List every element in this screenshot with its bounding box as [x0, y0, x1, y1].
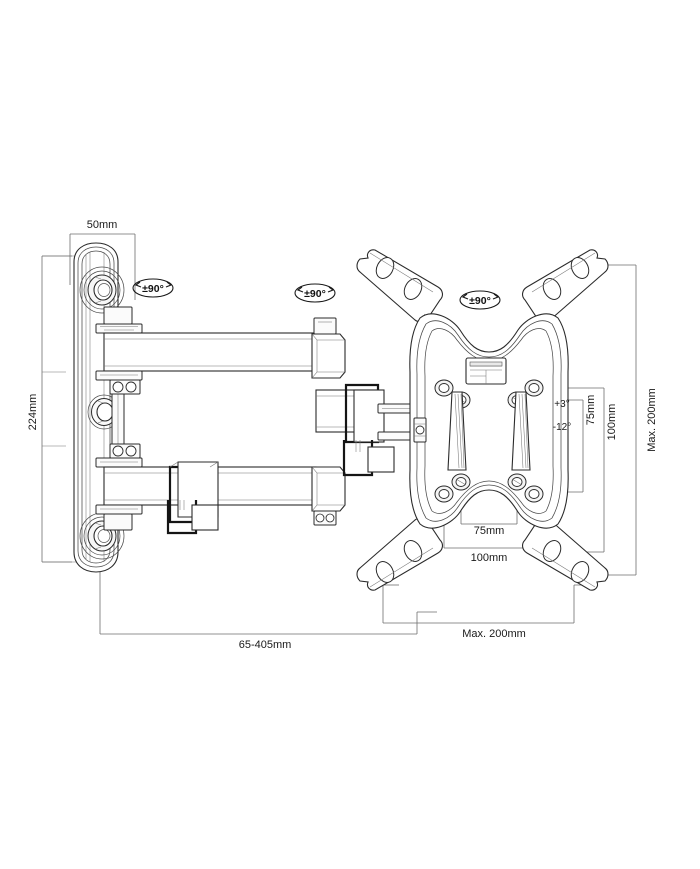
mid-articulation-joint: [315, 383, 423, 477]
dimension-label-wall-plate-height: 224mm: [27, 394, 39, 431]
rotation-callout-2-label: ±90°: [304, 288, 326, 300]
center-rib-right: [511, 391, 531, 471]
center-rib-left: [447, 391, 467, 471]
upper-arm-bolt-detail: [109, 379, 141, 395]
dimension-label-vesa-width-max: Max. 200mm: [462, 628, 526, 640]
rotation-callout-1: ±90°: [132, 278, 174, 298]
vesa-hole-outer-lower-right: [524, 485, 544, 503]
dimension-label-wall-plate-width: 50mm: [87, 219, 118, 231]
vesa-arm-lower-left: [356, 517, 443, 591]
vesa-display-mounting-plate: [356, 249, 609, 591]
upper-articulating-arm: [95, 306, 346, 395]
lower-arm-bolt-detail: [109, 443, 141, 459]
dimension-lines: [41, 233, 637, 635]
tilt-label-negative: -12°: [553, 422, 571, 433]
rotation-callout-1-label: ±90°: [142, 283, 164, 295]
vesa-hole-outer-upper-left: [434, 379, 454, 397]
cable-management-clip: [166, 461, 219, 535]
dimension-label-extension-range: 65-405mm: [239, 639, 292, 651]
tilt-pivot-hardware: [413, 417, 427, 443]
dimension-label-vesa-100-vertical: 100mm: [606, 404, 618, 441]
dimension-label-vesa-75-vertical: 75mm: [585, 395, 597, 426]
lower-articulating-arm: [95, 443, 346, 531]
dimension-label-vesa-100-horizontal: 100mm: [471, 552, 508, 564]
vesa-hole-outer-lower-left: [434, 485, 454, 503]
rotation-callout-3: ±90°: [459, 290, 501, 310]
vesa-hole-lower-right: [507, 473, 527, 491]
vesa-hole-lower-left: [451, 473, 471, 491]
vesa-hole-outer-upper-right: [524, 379, 544, 397]
wall-plate-hole-top: [79, 266, 125, 314]
tilt-label-positive: +3°: [554, 399, 569, 410]
dimension-label-vesa-height-max: Max. 200mm: [646, 388, 658, 452]
vesa-arm-lower-right: [522, 517, 609, 591]
rotation-callout-3-label: ±90°: [469, 295, 491, 307]
rotation-callout-2: ±90°: [294, 283, 336, 303]
center-latch-detail: [465, 357, 507, 385]
dimension-label-vesa-75-horizontal: 75mm: [474, 525, 505, 537]
